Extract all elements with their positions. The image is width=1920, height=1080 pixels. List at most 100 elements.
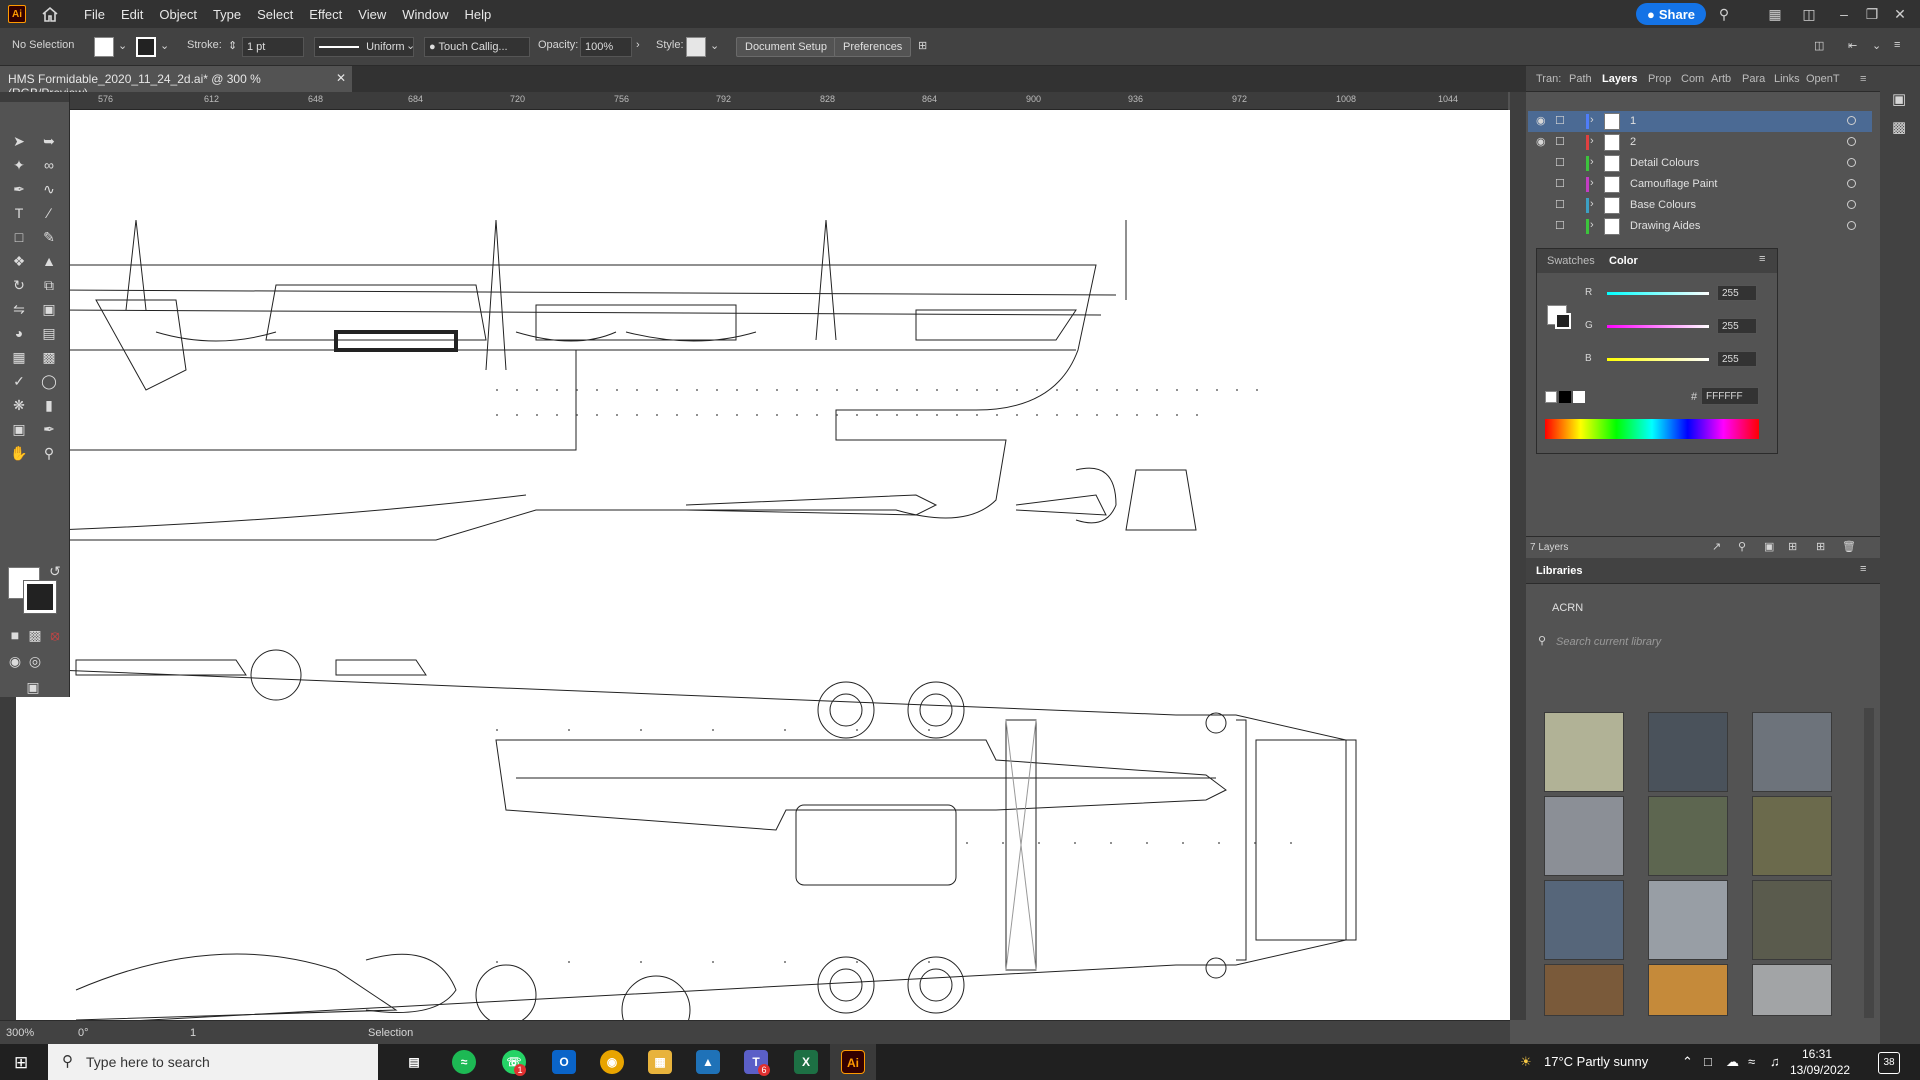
blue-track[interactable]	[1607, 358, 1709, 361]
gradient-mode-icon[interactable]: ▩	[28, 627, 42, 643]
chrome-icon[interactable]: ◉	[600, 1050, 624, 1074]
rotate-tool-icon[interactable]: ↻	[13, 277, 25, 293]
arrange-icon[interactable]: ⊞	[918, 40, 928, 52]
task-view-icon[interactable]: ▤	[408, 1055, 420, 1069]
vertical-scrollbar[interactable]	[1510, 92, 1526, 1020]
paintbrush-tool-icon[interactable]: ✎	[43, 229, 55, 245]
library-scrollbar[interactable]	[1864, 708, 1874, 1018]
stroke-swatch[interactable]	[23, 580, 57, 614]
shape-builder-tool-icon[interactable]: ◕	[14, 325, 24, 341]
color-spectrum[interactable]	[1545, 419, 1759, 439]
perspective-grid-tool-icon[interactable]: ▤	[42, 325, 56, 341]
chevron-right-icon[interactable]: ›	[1590, 177, 1594, 189]
align-icon[interactable]: ⇤	[1848, 40, 1858, 52]
layer-name[interactable]: 2	[1630, 136, 1637, 148]
chevron-down-icon[interactable]: ⌄	[710, 40, 720, 52]
lock-icon[interactable]: ☐	[1555, 178, 1565, 190]
layer-name[interactable]: Camouflage Paint	[1630, 178, 1718, 190]
tab-links[interactable]: Links	[1774, 73, 1800, 85]
color-stroke-swatch[interactable]	[1555, 313, 1571, 329]
tab-opentype[interactable]: OpenT	[1806, 73, 1840, 85]
teams-icon[interactable]: T	[744, 1050, 768, 1074]
clock-time[interactable]: 16:31	[1802, 1047, 1833, 1061]
eye-icon[interactable]: ◉	[1536, 136, 1546, 148]
layer-row-2[interactable]: ◉ ☐ › 2	[1528, 132, 1872, 153]
chevron-down-icon[interactable]: ⌄	[160, 40, 170, 52]
locate-object-icon[interactable]: ⚲	[1738, 541, 1747, 553]
library-search-input[interactable]: Search current library	[1556, 636, 1662, 648]
tab-pathfinder[interactable]: Path	[1569, 73, 1592, 85]
fill-color-swatch[interactable]	[94, 37, 114, 57]
library-swatch[interactable]	[1544, 712, 1624, 792]
library-swatch[interactable]	[1648, 880, 1728, 960]
library-swatch[interactable]	[1648, 964, 1728, 1016]
column-graph-tool-icon[interactable]: ▮	[45, 397, 53, 413]
menu-type[interactable]: Type	[212, 6, 242, 22]
library-swatch[interactable]	[1648, 796, 1728, 876]
notification-count[interactable]: 38	[1878, 1052, 1900, 1074]
libraries-title[interactable]: Libraries	[1536, 565, 1583, 577]
panel-menu-icon[interactable]: ≡	[1860, 563, 1867, 575]
tab-artboards[interactable]: Artb	[1711, 73, 1732, 85]
none-swatch[interactable]	[1545, 391, 1557, 403]
chevron-right-icon[interactable]: ›	[1590, 198, 1594, 210]
layer-row-camouflage-paint[interactable]: ☐ › Camouflage Paint	[1528, 174, 1872, 195]
scale-tool-icon[interactable]: ⧉	[44, 277, 54, 293]
lock-icon[interactable]: ☐	[1555, 199, 1565, 211]
blend-tool-icon[interactable]: ◯	[41, 373, 57, 389]
lock-icon[interactable]: ☐	[1555, 220, 1565, 232]
gradient-tool-icon[interactable]: ▩	[42, 349, 56, 365]
menu-help[interactable]: Help	[464, 6, 492, 22]
close-tab-icon[interactable]: ✕	[335, 71, 346, 85]
menu-window[interactable]: Window	[402, 6, 449, 22]
library-name[interactable]: ACRN	[1552, 602, 1584, 614]
layer-row-1[interactable]: ◉ ☐ › 1	[1528, 111, 1872, 132]
target-circle-icon[interactable]	[1847, 200, 1856, 209]
hex-value-field[interactable]: FFFFFF	[1701, 387, 1759, 405]
restore-icon[interactable]: ❐	[1865, 6, 1879, 22]
tab-transform[interactable]: Tran:	[1536, 73, 1562, 85]
green-slider[interactable]: G 255	[1585, 318, 1775, 336]
windows-start-icon[interactable]: ⊞	[14, 1053, 29, 1072]
opacity-field[interactable]: 100%	[580, 37, 632, 57]
library-swatch[interactable]	[1544, 964, 1624, 1016]
layer-name[interactable]: 1	[1630, 115, 1637, 127]
lasso-tool-icon[interactable]: ∞	[44, 157, 54, 173]
tab-swatches[interactable]: Swatches	[1547, 255, 1595, 267]
layer-row-base-colours[interactable]: ☐ › Base Colours	[1528, 195, 1872, 216]
file-explorer-icon[interactable]: ▦	[648, 1050, 672, 1074]
document-setup-button[interactable]: Document Setup	[736, 37, 836, 57]
chevron-right-icon[interactable]: ›	[1590, 219, 1594, 231]
arrange-documents-icon[interactable]: ▦	[1768, 6, 1782, 22]
black-swatch[interactable]	[1559, 391, 1571, 403]
width-tool-icon[interactable]: ⇋	[13, 301, 25, 317]
zoom-level[interactable]: 300%	[6, 1027, 35, 1039]
menu-object[interactable]: Object	[159, 6, 197, 22]
chevron-down-icon[interactable]: ⌄	[406, 40, 416, 52]
target-circle-icon[interactable]	[1847, 158, 1856, 167]
curvature-tool-icon[interactable]: ∿	[43, 181, 55, 197]
chevron-down-icon[interactable]: ⌄	[118, 40, 128, 52]
brush-definition[interactable]: ● Touch Callig...	[424, 37, 530, 57]
search-icon[interactable]: ⚲	[1718, 6, 1730, 22]
wifi-icon[interactable]: ≈	[1748, 1054, 1756, 1069]
library-swatch[interactable]	[1752, 796, 1832, 876]
target-circle-icon[interactable]	[1847, 116, 1856, 125]
pen-tool-icon[interactable]: ✒	[13, 181, 25, 197]
target-circle-icon[interactable]	[1847, 221, 1856, 230]
mesh-tool-icon[interactable]: ▦	[12, 349, 26, 365]
free-transform-tool-icon[interactable]: ▣	[42, 301, 56, 317]
export-icon[interactable]: ↗	[1712, 541, 1722, 553]
color-mode-icon[interactable]: ■	[10, 627, 20, 643]
preferences-button[interactable]: Preferences	[834, 37, 912, 57]
eyedropper-tool-icon[interactable]: ✓	[13, 373, 25, 389]
chevron-right-icon[interactable]: ›	[636, 39, 640, 51]
green-value[interactable]: 255	[1717, 318, 1757, 334]
red-value[interactable]: 255	[1717, 285, 1757, 301]
panel-menu-icon[interactable]: ≡	[1759, 253, 1766, 265]
lock-icon[interactable]: ☐	[1555, 136, 1565, 148]
new-sublayer-icon[interactable]: ⊞	[1788, 541, 1798, 553]
tab-comments[interactable]: Com	[1681, 73, 1705, 85]
screen-mode-icon[interactable]: ▣	[26, 679, 40, 695]
zoom-tool-icon[interactable]: ⚲	[43, 445, 55, 461]
